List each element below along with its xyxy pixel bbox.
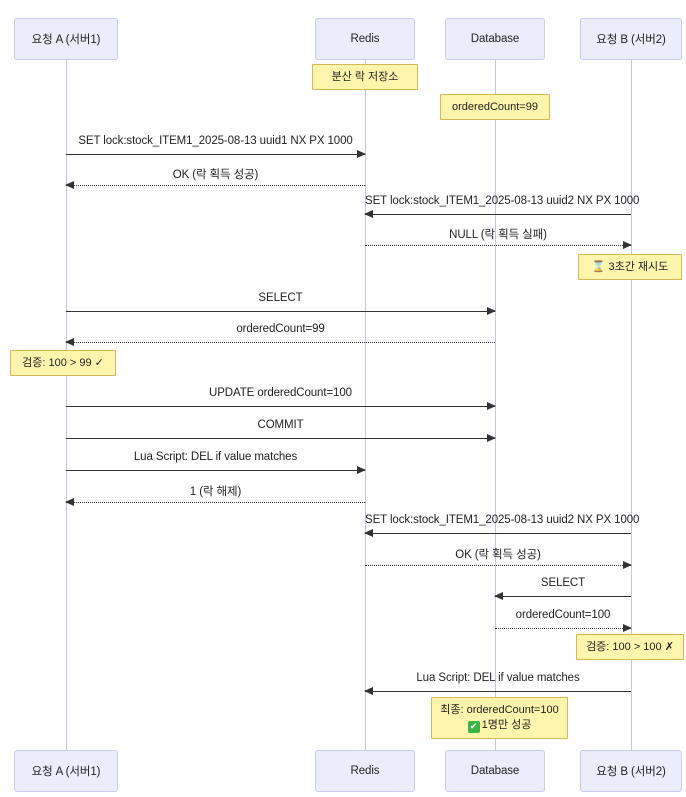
participant-top-redis[interactable]: Redis: [315, 18, 415, 60]
note-line: orderedCount=99: [452, 100, 538, 113]
message-line: [365, 533, 631, 534]
message-line: [66, 342, 495, 343]
note-line: ✔1명만 성공: [467, 718, 531, 733]
hourglass-icon: ⌛: [591, 259, 606, 273]
arrowhead-icon: [487, 434, 496, 442]
message-line: [66, 311, 495, 312]
message-label: Lua Script: DEL if value matches: [416, 672, 580, 684]
arrowhead-icon: [65, 338, 74, 346]
arrowhead-icon: [65, 498, 74, 506]
arrowhead-icon: [65, 181, 74, 189]
lifeline-redis: [365, 60, 366, 750]
note-line: 최종: orderedCount=100: [440, 704, 559, 717]
participant-top-db[interactable]: Database: [445, 18, 545, 60]
participant-label: Redis: [350, 33, 380, 45]
message-line: [66, 438, 495, 439]
participant-label: 요청 B (서버2): [596, 34, 666, 46]
participant-label: 요청 A (서버1): [31, 34, 101, 46]
note-a-verify-ok: 검증: 100 > 99 ✓: [10, 350, 116, 376]
participant-label: 요청 B (서버2): [596, 766, 666, 778]
message-label: SET lock:stock_ITEM1_2025-08-13 uuid1 NX…: [78, 135, 353, 147]
note-b-retry: ⌛ 3초간 재시도: [578, 254, 682, 280]
participant-bottom-a[interactable]: 요청 A (서버1): [14, 750, 118, 792]
participant-bottom-b[interactable]: 요청 B (서버2): [580, 750, 682, 792]
arrowhead-icon: [364, 687, 373, 695]
message-line: [66, 502, 365, 503]
note-final-result: 최종: orderedCount=100✔1명만 성공: [431, 697, 568, 739]
arrowhead-icon: [357, 466, 366, 474]
message-label: orderedCount=100: [515, 609, 611, 621]
lifeline-b: [631, 60, 632, 750]
message-line: [365, 691, 631, 692]
message-line: [365, 245, 631, 246]
message-line: [66, 185, 365, 186]
message-line: [66, 406, 495, 407]
arrowhead-icon: [494, 592, 503, 600]
message-label: orderedCount=99: [236, 323, 325, 335]
note-db-count-99: orderedCount=99: [440, 94, 550, 120]
participant-top-b[interactable]: 요청 B (서버2): [580, 18, 682, 60]
participant-top-a[interactable]: 요청 A (서버1): [14, 18, 118, 60]
arrowhead-icon: [487, 402, 496, 410]
arrowhead-icon: [364, 210, 373, 218]
message-label: COMMIT: [257, 419, 304, 431]
message-label: 1 (락 해제): [189, 486, 242, 498]
message-label: SET lock:stock_ITEM1_2025-08-13 uuid2 NX…: [365, 514, 640, 526]
message-line: [495, 596, 631, 597]
arrowhead-icon: [623, 241, 632, 249]
message-label: SELECT: [258, 292, 303, 304]
participant-label: 요청 A (서버1): [31, 766, 101, 778]
note-redis-store: 분산 락 저장소: [312, 64, 418, 90]
arrowhead-icon: [364, 529, 373, 537]
message-label: SELECT: [540, 577, 586, 589]
message-line: [495, 628, 631, 629]
arrowhead-icon: [487, 307, 496, 315]
message-line: [365, 565, 631, 566]
success-check-icon: ✔: [467, 720, 480, 733]
message-line: [66, 154, 365, 155]
note-line: 검증: 100 > 99 ✓: [22, 356, 104, 369]
message-label: Lua Script: DEL if value matches: [133, 451, 298, 463]
note-b-verify-fail: 검증: 100 > 100 ✗: [576, 634, 684, 660]
message-line: [66, 470, 365, 471]
message-label: OK (락 획득 성공): [455, 549, 541, 561]
message-label: OK (락 획득 성공): [172, 169, 259, 181]
note-line: ⌛ 3초간 재시도: [591, 259, 669, 273]
participant-bottom-redis[interactable]: Redis: [315, 750, 415, 792]
arrowhead-icon: [357, 150, 366, 158]
message-label: UPDATE orderedCount=100: [209, 387, 352, 399]
participant-label: Database: [470, 765, 520, 777]
arrowhead-icon: [623, 624, 632, 632]
lifeline-a: [66, 60, 67, 750]
message-line: [365, 214, 631, 215]
participant-label: Database: [470, 33, 520, 45]
note-line: 분산 락 저장소: [331, 70, 399, 83]
message-label: SET lock:stock_ITEM1_2025-08-13 uuid2 NX…: [365, 195, 640, 207]
note-line: 검증: 100 > 100 ✗: [586, 640, 674, 653]
participant-bottom-db[interactable]: Database: [445, 750, 545, 792]
participant-label: Redis: [350, 765, 380, 777]
arrowhead-icon: [623, 561, 632, 569]
message-label: NULL (락 획득 실패): [449, 229, 547, 241]
